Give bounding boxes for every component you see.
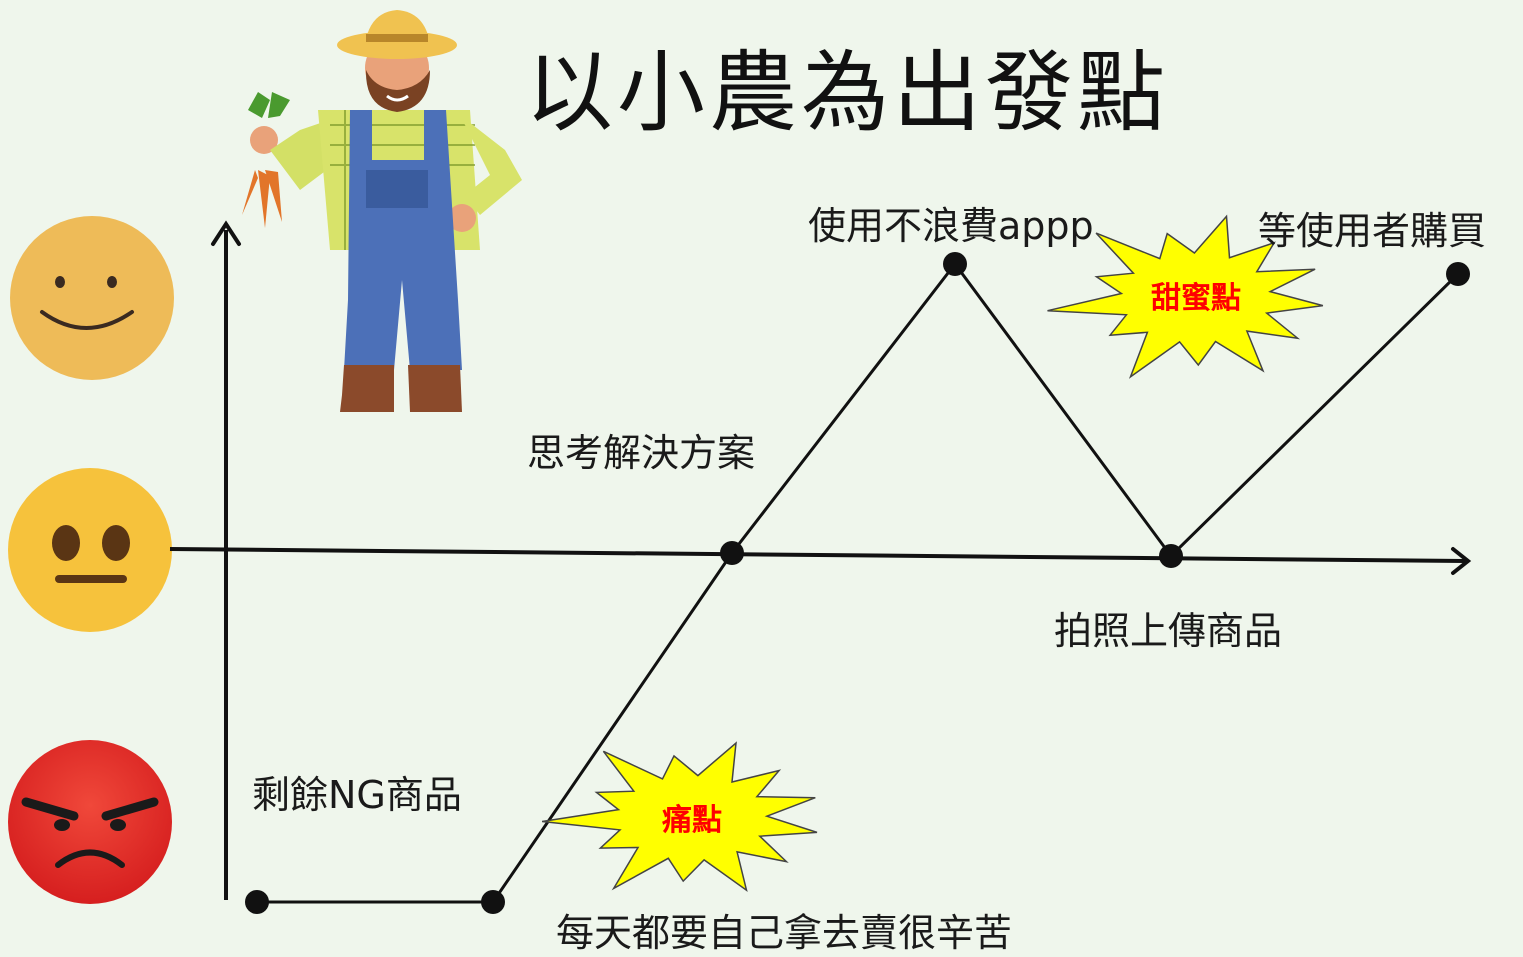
angry-face-icon [8,740,172,904]
sweet-burst-shape [1047,214,1324,379]
farmer-illustration [242,10,522,412]
sweet-point-callout [1047,214,1324,379]
journey-point [720,541,744,565]
smile-face-icon [10,216,174,380]
pain-point-callout [541,741,818,892]
step-label-leftover-ng: 剩餘NG商品 [252,773,462,817]
step-label-selling-hard: 每天都要自己拿去賣很辛苦 [556,911,1013,955]
journey-point [245,890,269,914]
page-title: 以小農為出發點 [525,41,1170,144]
pain-burst-shape [541,741,818,892]
pain-point-label: 痛點 [662,803,722,838]
step-label-think-solution: 思考解決方案 [527,431,756,475]
neutral-face-icon [8,468,172,632]
step-label-upload-products: 拍照上傳商品 [1054,609,1283,653]
sweet-point-label: 甜蜜點 [1151,281,1241,316]
step-label-wait-buyers: 等使用者購買 [1258,209,1487,253]
journey-point [481,890,505,914]
vertical-axis [211,220,241,900]
step-label-use-app: 使用不浪費appp [808,204,1094,248]
journey-point [1159,544,1183,568]
journey-line [257,261,1460,904]
journey-point [1446,262,1470,286]
journey-point [943,252,967,276]
horizontal-axis [169,547,1472,575]
